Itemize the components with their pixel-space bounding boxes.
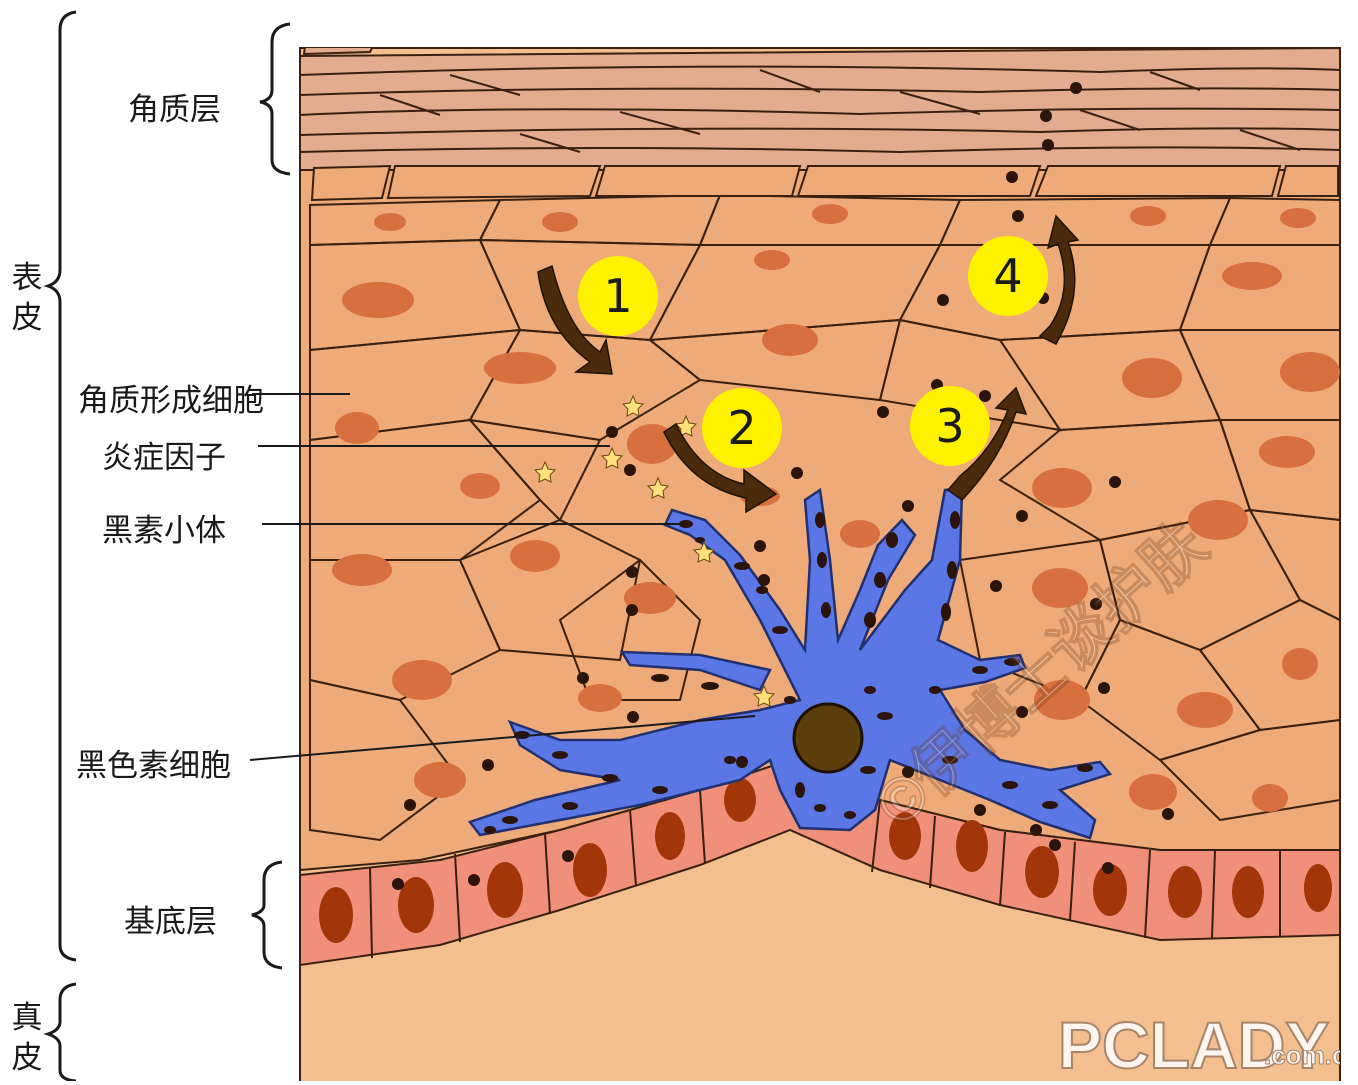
- top-arrow-fragment: [1180, 0, 1214, 12]
- step-number: 1: [603, 269, 632, 323]
- granular-cells: [312, 166, 1338, 200]
- inflammatory-factor-label: 炎症因子: [102, 432, 226, 477]
- step-number: 2: [727, 401, 756, 455]
- step-number: 3: [935, 399, 964, 453]
- melanocyte-nucleus: [794, 704, 862, 772]
- epidermis-bracket: [48, 12, 76, 960]
- top-badge-fragment: [1120, 0, 1180, 12]
- dermis-label: 真皮: [10, 998, 44, 1078]
- step-badge-4: 4: [968, 236, 1048, 316]
- keratinocyte-label: 角质形成细胞: [78, 375, 264, 420]
- step-badge-1: 1: [578, 256, 658, 336]
- dermis-bracket: [48, 984, 76, 1081]
- stratum-corneum-label: 角质层: [128, 84, 221, 129]
- epidermis-label: 表皮: [10, 258, 44, 338]
- svg-text:.com.cn: .com.cn: [1264, 1040, 1358, 1070]
- step-badge-3: 3: [910, 386, 990, 466]
- watermark-brand: PCLADY .com.cn: [1058, 1008, 1358, 1081]
- step-number: 4: [993, 249, 1022, 303]
- step-badge-2: 2: [702, 388, 782, 468]
- peeling-flakes: [304, 0, 1340, 54]
- basal-bracket: [252, 862, 282, 968]
- basal-layer-label: 基底层: [124, 896, 217, 941]
- melanocyte-label: 黑色素细胞: [76, 740, 231, 785]
- corneum-bracket: [260, 24, 290, 174]
- melanosome-label: 黑素小体: [102, 505, 226, 550]
